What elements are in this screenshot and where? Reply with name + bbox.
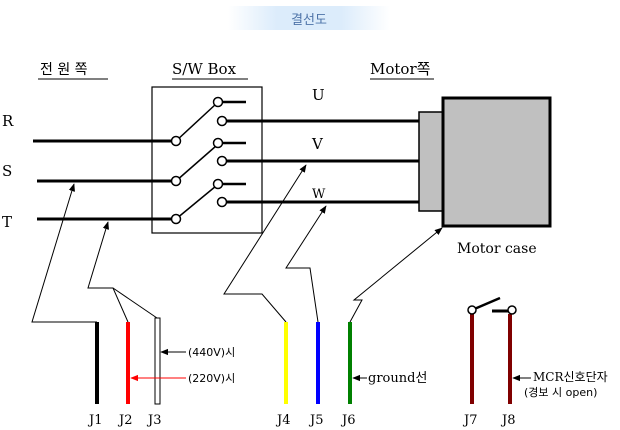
terminal-label-j8: J8 bbox=[500, 413, 515, 428]
phase-label-r: R bbox=[2, 112, 14, 130]
terminal-wire-j3 bbox=[154, 317, 161, 405]
switch-box-heading: S/W Box bbox=[172, 60, 237, 78]
terminal-label-j4: J4 bbox=[275, 413, 290, 428]
terminal-label-j7: J7 bbox=[462, 413, 477, 428]
terminal-wire-j1 bbox=[95, 322, 99, 404]
terminal-wire-j5 bbox=[316, 322, 320, 404]
annotation-440v: (440V)시 bbox=[188, 346, 235, 359]
terminal-label-j3: J3 bbox=[146, 413, 161, 428]
terminal-wire-j8 bbox=[508, 314, 512, 404]
motor-case bbox=[441, 96, 552, 228]
terminal-label-j6: J6 bbox=[340, 413, 355, 428]
lead-j2-to-t bbox=[87, 221, 129, 323]
switch-contact-t bbox=[170, 178, 246, 225]
phase-label-s: S bbox=[2, 162, 12, 180]
lead-j1-to-s bbox=[31, 183, 97, 323]
annotation-mcr-line2: (경보 시 open) bbox=[524, 386, 597, 399]
motor-side-heading: Motor쪽 bbox=[370, 60, 431, 78]
diagram-title: 결선도 bbox=[291, 13, 327, 28]
power-side-heading: 전 원 쪽 bbox=[40, 62, 88, 78]
switch-contact-r bbox=[170, 96, 246, 147]
phase-label-t: T bbox=[2, 213, 12, 231]
terminal-label-j1: J1 bbox=[87, 413, 102, 428]
switch-contact-s bbox=[170, 137, 246, 187]
lead-j3-branch bbox=[112, 287, 158, 319]
lead-j5-to-w bbox=[285, 205, 327, 323]
mcr-contact bbox=[467, 296, 517, 315]
title-banner bbox=[228, 6, 390, 30]
terminal-wire-j4 bbox=[284, 322, 288, 404]
terminal-wire-j2 bbox=[126, 322, 130, 404]
motor-case-label: Motor case bbox=[457, 241, 537, 257]
terminal-wire-j6 bbox=[348, 322, 352, 404]
terminal-label-j2: J2 bbox=[117, 413, 132, 428]
terminal-label-j5: J5 bbox=[308, 413, 323, 428]
terminal-wire-j7 bbox=[470, 314, 474, 404]
annotation-mcr-line1: MCR신호단자 bbox=[533, 370, 608, 384]
lead-j6-to-case bbox=[349, 227, 443, 323]
motor-phase-label-v: V bbox=[311, 135, 324, 153]
motor-terminal-box bbox=[418, 111, 444, 212]
annotation-ground: ground선 bbox=[368, 371, 427, 386]
motor-phase-label-w: W bbox=[312, 187, 326, 202]
motor-phase-label-u: U bbox=[312, 86, 325, 104]
lead-j4-to-v bbox=[223, 164, 307, 323]
annotation-220v: (220V)시 bbox=[188, 372, 235, 385]
